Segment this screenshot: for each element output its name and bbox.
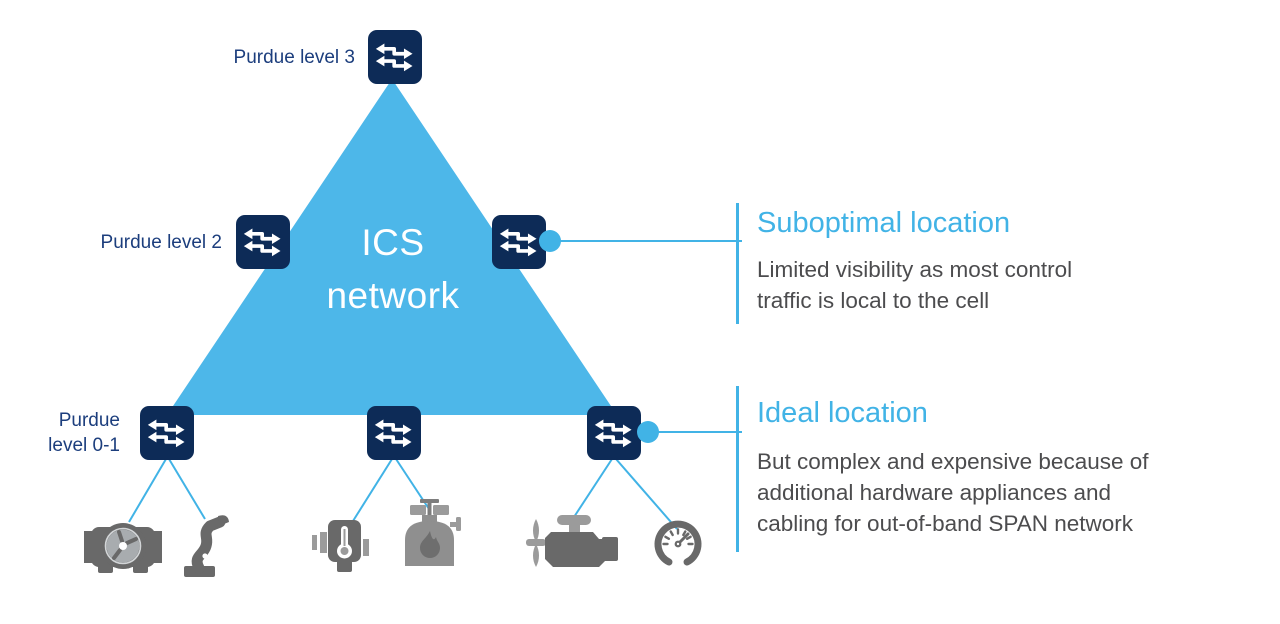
gauge-icon — [654, 520, 702, 566]
switch-arrows-icon — [374, 419, 412, 448]
switch-arrows-icon — [147, 419, 185, 448]
connector-line — [128, 458, 167, 523]
switch-icon-level2-right — [492, 215, 546, 269]
ideal-body: But complex and expensive because of add… — [757, 446, 1149, 539]
switch-arrows-icon — [499, 228, 537, 257]
ideal-body-line3: cabling for out-of-band SPAN network — [757, 511, 1134, 536]
tap-dot-ideal — [637, 421, 659, 443]
boiler-furnace-icon — [405, 499, 461, 566]
switch-icon-level2-left — [236, 215, 290, 269]
callout-rule-ideal — [736, 386, 739, 552]
connector-line — [168, 458, 206, 520]
switch-arrows-icon — [375, 43, 413, 72]
suboptimal-body: Limited visibility as most control traff… — [757, 254, 1072, 316]
suboptimal-body-line1: Limited visibility as most control — [757, 257, 1073, 282]
ideal-heading: Ideal location — [757, 397, 928, 429]
suboptimal-body-line2: traffic is local to the cell — [757, 288, 990, 313]
purdue-level2-label: Purdue level 2 — [100, 232, 222, 253]
switch-icon-level3 — [368, 30, 422, 84]
ideal-body-line1: But complex and expensive because of — [757, 449, 1149, 474]
ideal-body-line2: additional hardware appliances and — [757, 480, 1112, 505]
switch-arrows-icon — [243, 228, 281, 257]
purdue-level3-label: Purdue level 3 — [233, 47, 355, 68]
connector-line — [352, 458, 393, 522]
switch-icon-level01-middle — [367, 406, 421, 460]
purdue-level01-label: Purdue level 0-1 — [30, 408, 120, 458]
callout-rule-suboptimal — [736, 203, 739, 324]
purdue-level01-label-line2: level 0-1 — [48, 435, 120, 456]
purdue-level01-label-line1: Purdue — [58, 410, 120, 431]
pump-icon — [84, 523, 162, 573]
switch-icon-level01-right — [587, 406, 641, 460]
ics-network-title-line2: network — [326, 275, 460, 316]
ics-network-title: ICS network — [288, 216, 498, 322]
tap-dot-suboptimal — [539, 230, 561, 252]
connector-line — [573, 458, 613, 518]
temperature-sensor-icon — [312, 520, 369, 572]
switch-icon-level01-left — [140, 406, 194, 460]
switch-arrows-icon — [594, 419, 632, 448]
ics-network-title-line1: ICS — [361, 222, 425, 263]
robot-arm-icon — [184, 515, 229, 577]
suboptimal-heading: Suboptimal location — [757, 207, 1011, 239]
engine-icon — [526, 515, 618, 567]
